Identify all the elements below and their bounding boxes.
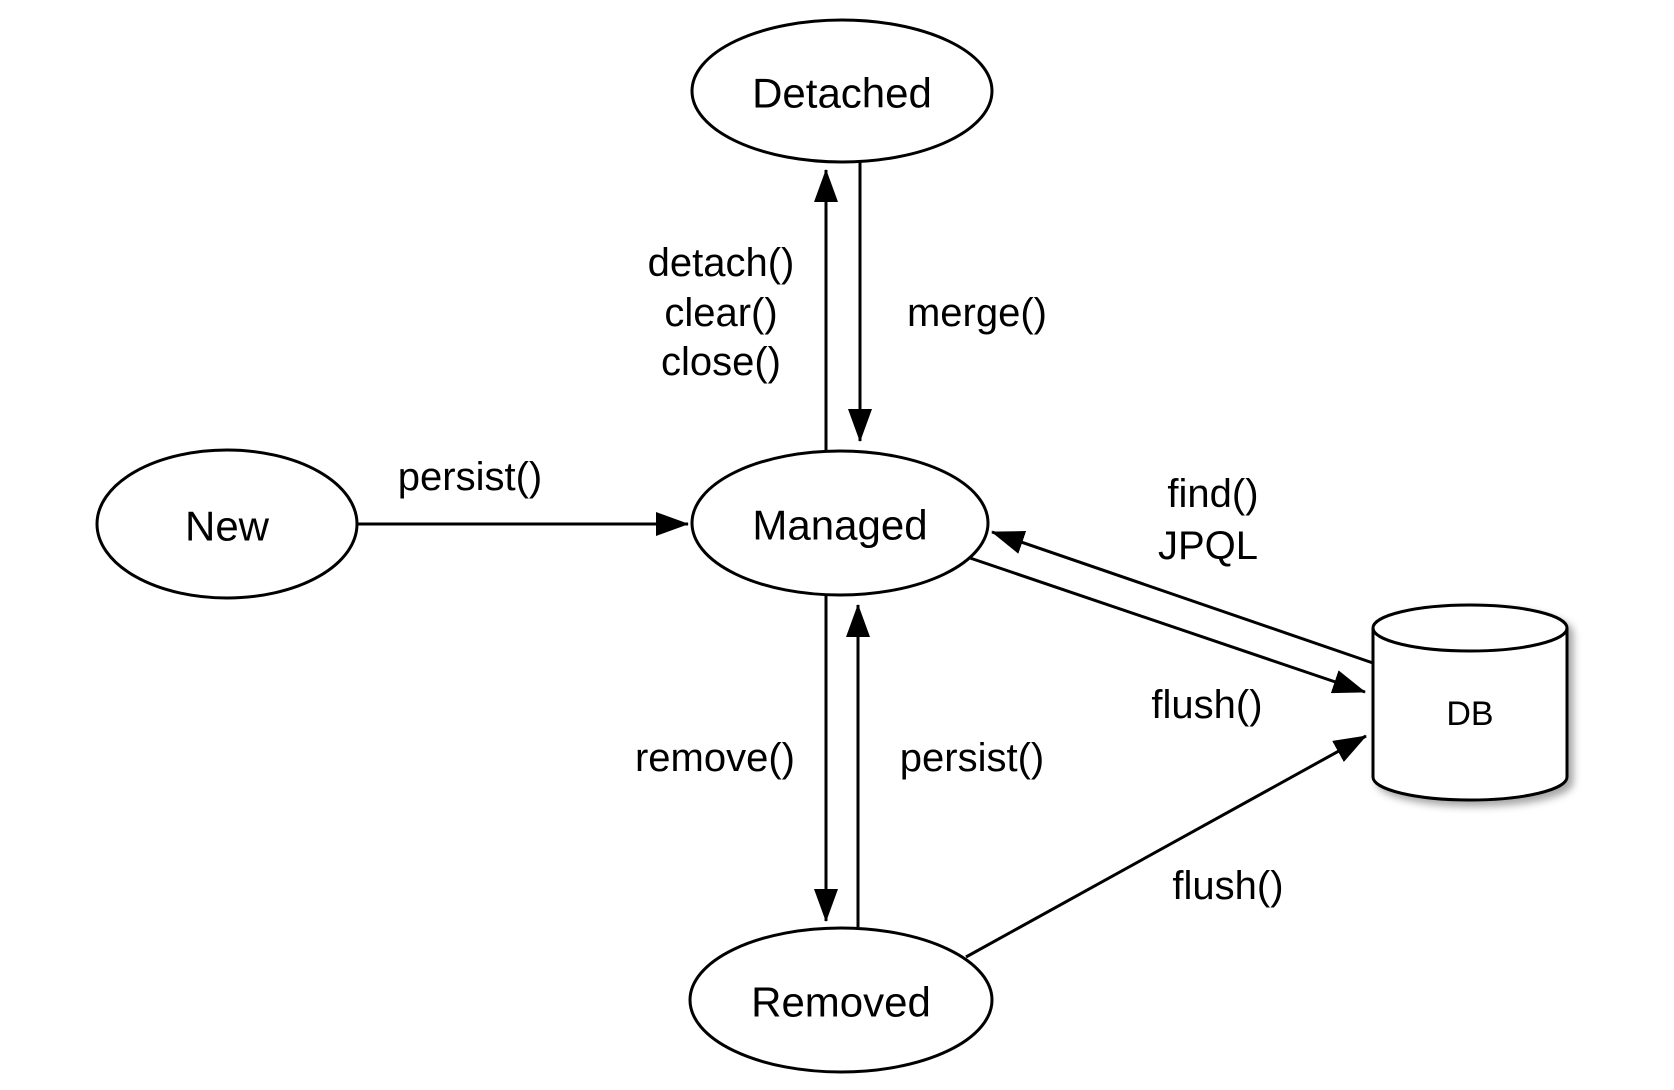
node-new: New bbox=[95, 448, 359, 600]
edge-label-merge: merge() bbox=[907, 291, 1047, 335]
node-db: DB bbox=[1371, 603, 1569, 802]
edge-label-close: close() bbox=[661, 340, 781, 384]
node-removed-ellipse bbox=[688, 926, 994, 1074]
edge-flush-removed-to-db bbox=[965, 734, 1367, 959]
db-cylinder-body bbox=[1371, 628, 1569, 802]
node-managed-label: Managed bbox=[752, 502, 927, 549]
node-new-label: New bbox=[185, 503, 270, 550]
node-removed-label: Removed bbox=[751, 979, 931, 1026]
edge-label-find: find() bbox=[1167, 472, 1258, 516]
edge-label-jpql: JPQL bbox=[1158, 524, 1258, 568]
node-managed: Managed bbox=[690, 449, 990, 597]
edge-flush-managed-to-db bbox=[969, 556, 1366, 694]
node-detached-ellipse bbox=[690, 18, 994, 164]
node-detached: Detached bbox=[690, 18, 994, 164]
node-detached-label: Detached bbox=[752, 70, 932, 117]
node-removed: Removed bbox=[688, 926, 994, 1074]
edge-label-detach: detach() bbox=[648, 241, 795, 285]
db-cylinder-top bbox=[1371, 603, 1569, 653]
edge-label-persist-new: persist() bbox=[398, 455, 542, 499]
edge-find-db-to-managed bbox=[991, 530, 1374, 665]
edge-label-flush-managed: flush() bbox=[1151, 683, 1262, 727]
node-new-ellipse bbox=[95, 448, 359, 600]
edge-label-flush-removed: flush() bbox=[1172, 864, 1283, 908]
edge-label-clear: clear() bbox=[664, 291, 777, 335]
edge-label-persist-removed: persist() bbox=[900, 736, 1044, 780]
node-managed-ellipse bbox=[690, 449, 990, 597]
node-db-label: DB bbox=[1446, 695, 1493, 733]
edge-label-remove: remove() bbox=[635, 736, 795, 780]
